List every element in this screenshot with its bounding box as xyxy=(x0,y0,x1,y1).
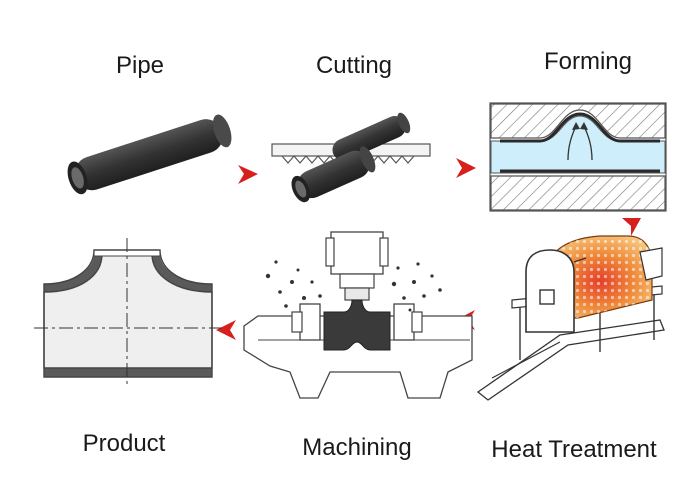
step-label-pipe: Pipe xyxy=(115,52,165,79)
heat-treatment-illustration xyxy=(476,235,665,401)
arrow-machining-to-product xyxy=(216,320,236,340)
pipe-illustration xyxy=(67,114,232,195)
cutting-illustration xyxy=(271,112,431,203)
machining-illustration xyxy=(243,231,473,399)
arrow-pipe-to-cutting xyxy=(238,165,258,184)
step-label-forming: Forming xyxy=(543,48,633,75)
step-label-heat-treatment: Heat Treatment xyxy=(491,436,657,463)
product-illustration xyxy=(34,238,222,388)
step-label-product: Product xyxy=(82,430,166,457)
step-label-machining: Machining xyxy=(302,434,412,461)
forming-illustration xyxy=(489,102,667,212)
arrow-forming-to-heat xyxy=(622,218,641,236)
arrow-cutting-to-forming xyxy=(456,158,476,178)
step-label-cutting: Cutting xyxy=(315,52,393,79)
